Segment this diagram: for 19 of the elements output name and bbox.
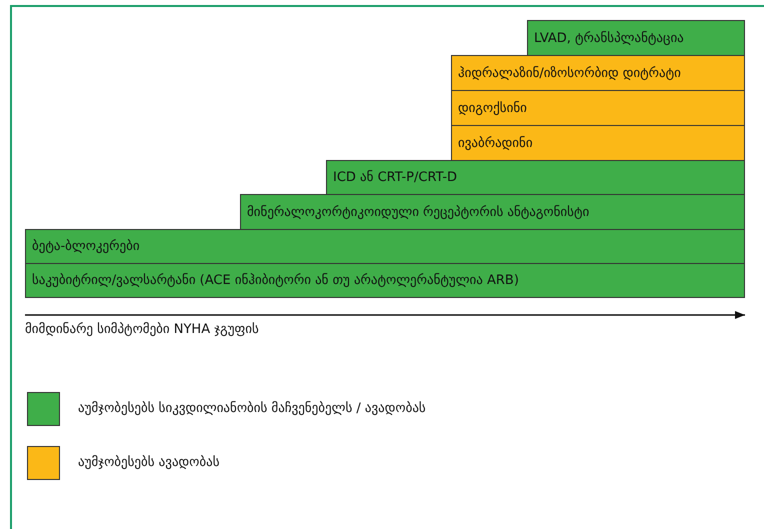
axis-label: მიმდინარე სიმპტომები NYHA ჯგუფის (25, 322, 259, 337)
treatment-bar (451, 55, 745, 91)
bar-label: საკუბიტრილ/ვალსარტანი (ACE ინჰიბიტორი ან თუ არატოლერანტულია ARB) (32, 273, 519, 288)
treatment-bar (451, 125, 745, 161)
legend-label: აუმჯობესებს ავადობას (78, 455, 220, 470)
treatment-bar (25, 263, 745, 298)
bar-label: მინერალოკორტიკოიდული რეცეპტორის ანტაგონისტი (247, 204, 590, 220)
treatment-bar (527, 20, 745, 56)
treatment-bar (326, 160, 745, 195)
bar-label: ICD ან CRT-P/CRT-D (333, 170, 458, 185)
treatment-bar (25, 229, 745, 264)
bar-label: დიგოქსინი (458, 100, 527, 116)
bar-label: ჰიდრალაზინ/იზოსორბიდ დიტრატი (458, 66, 681, 80)
bar-label: ივაბრადინი (458, 136, 533, 150)
bar-label: ბეტა-ბლოკერები (32, 239, 140, 254)
bar-label: LVAD, ტრანსპლანტაცია (534, 30, 684, 46)
treatment-bar (240, 194, 745, 230)
legend-label: აუმჯობესებს სიკვდილიანობის მაჩვენებელს / ავადობას (78, 401, 426, 416)
treatment-bar (451, 90, 745, 126)
